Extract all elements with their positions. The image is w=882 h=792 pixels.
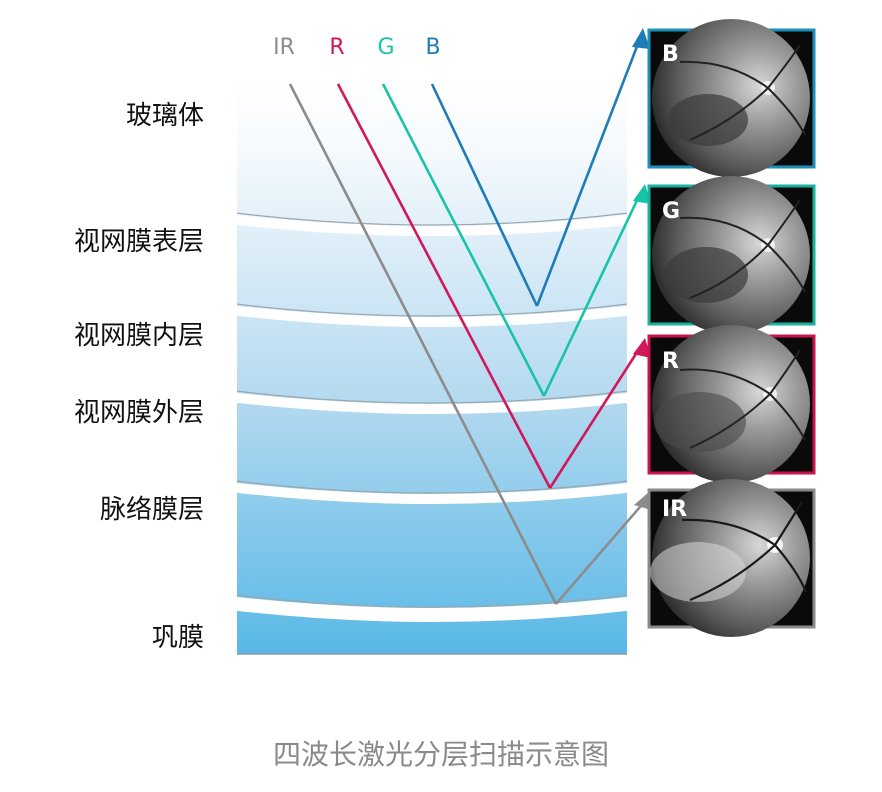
beam-label-ir: IR	[273, 35, 295, 60]
beam-ir-incident	[288, 83, 558, 605]
beam-g-incident	[381, 83, 546, 397]
arrowhead-r	[633, 338, 651, 358]
diagram-caption: 四波长激光分层扫描示意图	[273, 738, 609, 771]
layer-boundary-1	[237, 214, 627, 236]
arrowhead-b	[632, 28, 650, 49]
fundus-panel-g-label: G	[662, 199, 680, 224]
layer-boundary-5	[237, 596, 627, 622]
layer-label-sclera: 巩膜	[152, 623, 204, 653]
beam-label-b: B	[425, 35, 440, 60]
beam-r	[336, 83, 643, 489]
fundus-panel-b-label: B	[662, 42, 679, 67]
beam-b	[430, 35, 643, 307]
fundus-panel-b: B	[647, 19, 816, 177]
beam-g	[381, 83, 643, 397]
tissue-band	[237, 78, 627, 654]
beam-r-incident	[336, 83, 552, 489]
fundus-panel-r: R	[647, 325, 816, 483]
beam-b-incident	[430, 83, 539, 307]
layer-label-choroid: 脉络膜层	[100, 495, 204, 525]
fundus-panel-ir-label: IR	[662, 497, 687, 522]
layer-boundary-2	[237, 305, 627, 327]
beam-r-reflected	[548, 345, 643, 489]
layer-label-retina-surface: 视网膜表层	[74, 227, 204, 257]
beam-label-r: R	[329, 35, 344, 60]
layer-label-retina-outer: 视网膜外层	[74, 398, 204, 428]
layer-boundary-3	[237, 392, 627, 414]
fundus-panel-r-label: R	[662, 349, 679, 374]
layer-label-retina-inner: 视网膜内层	[74, 321, 204, 351]
arrowhead-g	[633, 184, 651, 204]
beam-ir	[288, 83, 647, 605]
layer-boundary-4	[237, 482, 627, 504]
beam-g-reflected	[542, 191, 643, 397]
layer-label-vitreous: 玻璃体	[126, 101, 204, 131]
beam-label-g: G	[377, 35, 394, 60]
beam-ir-reflected	[555, 499, 647, 605]
fundus-panel-g: G	[647, 176, 816, 334]
beam-b-reflected	[535, 35, 643, 307]
fundus-panel-ir: IR	[647, 479, 816, 637]
arrowhead-ir	[634, 492, 651, 510]
